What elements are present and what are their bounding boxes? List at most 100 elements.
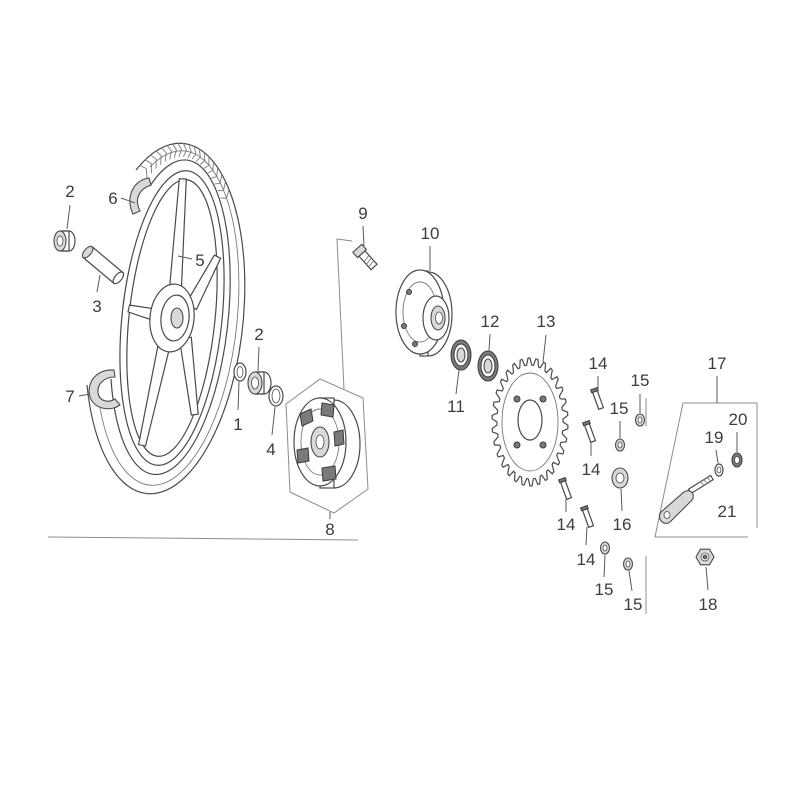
- sprocket-bolt-hole: [539, 395, 547, 403]
- leader-line: [78, 393, 91, 397]
- nut-hole: [625, 560, 631, 568]
- leader-line: [705, 566, 709, 591]
- callout-label-part-15: 15: [595, 580, 614, 599]
- adjuster-bolt-thread: [700, 481, 705, 486]
- leader-line: [177, 255, 193, 260]
- leader-line: [603, 554, 606, 578]
- chain-adjuster-part-21: [658, 474, 715, 524]
- nut-part-15: [614, 438, 626, 452]
- callout-label-part-14: 14: [582, 460, 601, 479]
- leader-line: [585, 526, 588, 546]
- callout-label-part-18: 18: [699, 595, 718, 614]
- leader-line: [237, 381, 240, 411]
- bolt-head: [579, 504, 589, 512]
- stud-bolt-part-9: [352, 243, 378, 271]
- leader-line: [66, 204, 71, 230]
- sprocket-inner-ring: [501, 372, 559, 472]
- adjuster-group-frame: [683, 402, 758, 528]
- spacer-tube-end: [112, 271, 125, 285]
- bolt-head: [557, 476, 567, 484]
- o-ring-part-4: [268, 385, 284, 407]
- callout-label-part-20: 20: [729, 410, 748, 429]
- callout-label-part-16: 16: [613, 515, 632, 534]
- nut-part-15: [599, 541, 611, 555]
- adjuster-plate-hole: [663, 511, 671, 519]
- bolt-part-14: [581, 419, 597, 444]
- damper-group-frame: [285, 378, 369, 514]
- leader-line: [96, 274, 101, 293]
- nut-hole: [617, 441, 623, 449]
- leader-line: [271, 406, 276, 436]
- nut-part-15: [634, 413, 646, 427]
- group-line-part-9: [336, 238, 353, 390]
- sprocket-bolt-hole: [539, 441, 547, 449]
- axle-nut-thread: [702, 554, 708, 560]
- callout-label-part-14: 14: [577, 550, 596, 569]
- hub-drum-bolt-hole: [406, 289, 412, 295]
- spacer-tube-end: [81, 245, 94, 259]
- adjuster-group-frame: [654, 402, 748, 538]
- washer-hole: [716, 466, 722, 474]
- damper-rubber-block: [333, 429, 345, 447]
- callout-label-part-15: 15: [624, 595, 643, 614]
- wheel-hub-bore: [170, 307, 184, 329]
- callout-label-part-7: 7: [65, 387, 74, 406]
- callout-label-part-14: 14: [557, 515, 576, 534]
- leader-line: [542, 334, 547, 363]
- sprocket-part-13: [491, 357, 569, 487]
- bearing-part-12: [477, 350, 499, 382]
- washer-hole: [236, 366, 244, 378]
- collar-part-2-right: [247, 371, 272, 395]
- leader-line: [488, 333, 491, 352]
- leader-line: [257, 346, 260, 372]
- damper-center-hole: [315, 434, 325, 450]
- sprocket-center-hole: [517, 399, 543, 441]
- collar-nut-hole: [615, 472, 625, 484]
- callout-label-part-17: 17: [708, 354, 727, 373]
- tire-tread-pattern: [139, 142, 230, 199]
- callout-label-part-5: 5: [195, 251, 204, 270]
- collar-nut-part-16: [611, 467, 629, 489]
- bolt-part-14: [579, 504, 595, 529]
- sprocket-bolt-hole: [513, 441, 521, 449]
- bearing-part-11: [450, 339, 472, 371]
- sprocket-bolt-hole: [513, 395, 521, 403]
- hub-drum-bolt-hole: [412, 341, 418, 347]
- leader-line: [455, 369, 460, 395]
- nut-hole: [602, 544, 608, 552]
- collar-bore: [251, 376, 259, 390]
- stud-bolt-thread: [366, 257, 372, 265]
- nut-part-20: [731, 452, 743, 468]
- callout-label-part-4: 4: [266, 440, 275, 459]
- stud-bolt-thread: [363, 255, 370, 263]
- bearing-inner-race: [483, 358, 493, 374]
- callout-label-part-3: 3: [92, 297, 101, 316]
- callout-label-part-11: 11: [447, 397, 465, 416]
- callout-label-part-15: 15: [610, 399, 629, 418]
- tire-section-part-6: [129, 177, 152, 215]
- rim-band-part-7: [88, 369, 121, 410]
- washer-part-1: [233, 362, 247, 382]
- stud-bolt-head: [352, 243, 368, 259]
- damper-rubber-block: [321, 465, 337, 482]
- leader-line: [715, 449, 719, 464]
- bolt-head: [581, 419, 591, 427]
- callout-label-part-19: 19: [705, 428, 724, 447]
- bolt-part-14: [589, 386, 605, 411]
- callout-label-part-1: 1: [233, 415, 242, 434]
- callout-label-part-12: 12: [481, 312, 500, 331]
- nut-part-15: [622, 557, 634, 571]
- callout-labels: 2 6 5 3 7 2 1 4 8 9 10 12 13 11 14 15 15…: [65, 182, 747, 614]
- callout-label-part-15: 15: [631, 371, 650, 390]
- tire-sidewall-line: [97, 150, 240, 486]
- nut-hole: [734, 456, 740, 464]
- hub-bore-center: [435, 311, 443, 325]
- washer-part-19: [714, 463, 724, 477]
- axle-nut-part-18: [695, 548, 715, 566]
- adjuster-bolt-thread: [703, 479, 708, 484]
- collar-bore: [56, 235, 64, 247]
- bearing-inner-race: [456, 347, 466, 363]
- damper-rubber-block: [320, 402, 335, 418]
